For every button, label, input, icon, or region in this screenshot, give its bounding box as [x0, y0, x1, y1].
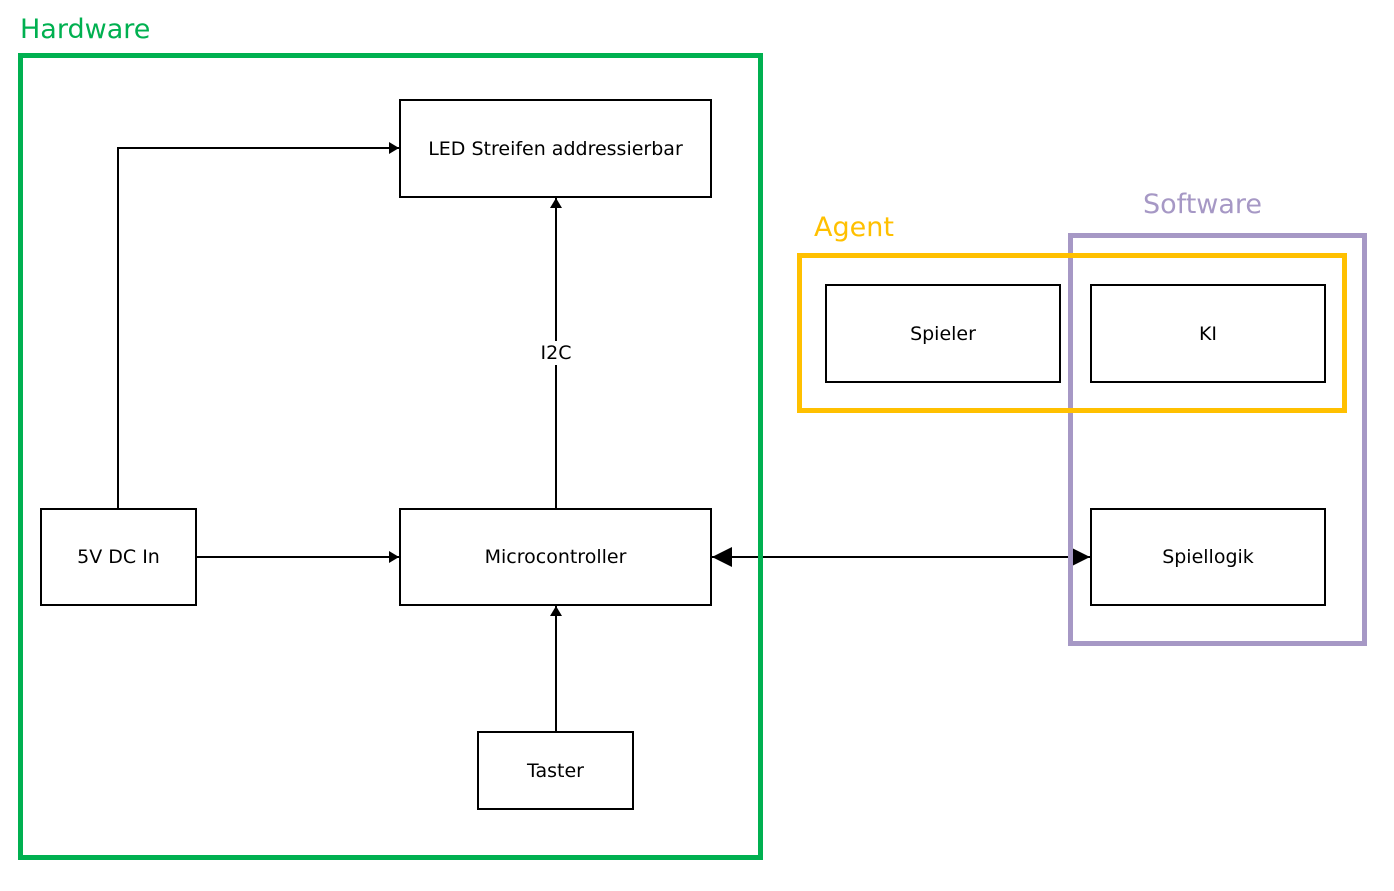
connector-5v-to-led — [117, 142, 399, 508]
spieler-label: Spieler — [910, 322, 976, 345]
agent-group-label: Agent — [814, 212, 894, 243]
spieler-block: Spieler — [825, 284, 1061, 383]
taster-label: Taster — [527, 759, 584, 782]
software-group-label: Software — [1143, 189, 1263, 220]
ki-block: KI — [1090, 284, 1326, 383]
led-strip-label: LED Streifen addressierbar — [428, 137, 683, 160]
microcontroller-block: Microcontroller — [399, 508, 712, 606]
software-group-frame — [1068, 233, 1367, 646]
power-input-label: 5V DC In — [77, 546, 160, 568]
spiellogik-label: Spiellogik — [1162, 546, 1254, 568]
agent-group-frame — [797, 253, 1347, 413]
hardware-group-label: Hardware — [20, 14, 151, 45]
taster-block: Taster — [477, 731, 634, 810]
hardware-group-frame — [18, 53, 763, 860]
spiellogik-block: Spiellogik — [1090, 508, 1326, 606]
microcontroller-label: Microcontroller — [484, 546, 627, 568]
ki-label: KI — [1198, 322, 1218, 345]
i2c-connection-label: I2C — [538, 341, 574, 365]
power-input-block: 5V DC In — [40, 508, 197, 606]
led-strip-block: LED Streifen addressierbar — [399, 99, 712, 198]
